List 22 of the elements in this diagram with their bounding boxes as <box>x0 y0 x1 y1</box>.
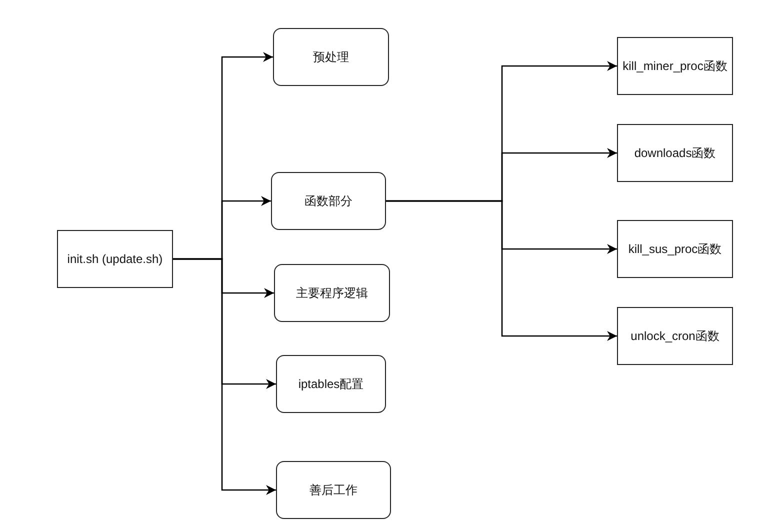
step-box <box>276 355 386 413</box>
init-text: init.sh (update.sh) <box>67 250 163 268</box>
function-box <box>617 220 733 278</box>
connector-arrow <box>386 200 617 341</box>
step-text: 函数部分 <box>304 192 352 210</box>
function-text: kill_miner_proc函数 <box>622 58 728 74</box>
function-box <box>617 124 733 182</box>
connector-arrow <box>173 258 276 495</box>
step-text: 主要程序逻辑 <box>296 284 368 302</box>
step-text: 善后工作 <box>310 482 358 498</box>
step-text: iptables配置 <box>298 376 364 392</box>
step-box <box>273 28 389 86</box>
step-box <box>271 172 386 230</box>
step-box <box>274 264 390 322</box>
function-text: kill_sus_proc函数 <box>628 240 722 258</box>
step-box <box>276 461 391 519</box>
script-box <box>57 230 173 288</box>
function-text: unlock_cron函数 <box>630 328 720 344</box>
step-text: 预处理 <box>313 48 349 66</box>
function-box <box>617 307 733 365</box>
function-text: downloads函数 <box>634 144 716 162</box>
function-box <box>617 37 733 95</box>
